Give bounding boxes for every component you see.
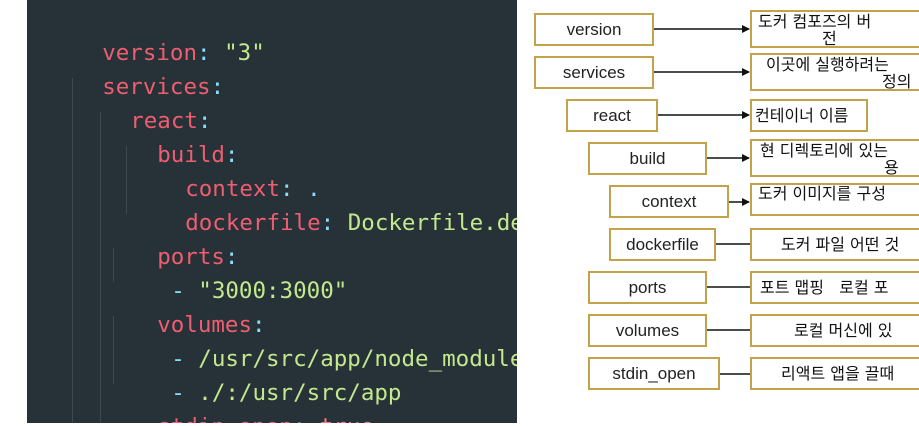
yaml-colon: : [252,312,266,338]
desc-box-build: 현 디렉토리에 있는 용 [750,139,919,177]
code-line-stdin-open: stdin_open: true [103,376,374,423]
key-box-context: context [609,185,729,218]
key-box-stdin-open: stdin_open [588,357,720,390]
indent-guide [113,316,114,384]
key-box-volumes: volumes [588,314,707,347]
desc-line: 전 [822,29,837,48]
yaml-dash: - [171,278,185,304]
key-label: dockerfile [626,234,699,254]
key-label: version [566,19,622,39]
desc-line: 도커 파일 어떤 것 [781,235,900,254]
code-line-react: react: [76,70,211,134]
yaml-key: dockerfile [185,210,321,236]
yaml-value: Dockerfile.dev [347,210,517,236]
yaml-colon: : [280,176,294,202]
desc-box-stdin-open: 리액트 앱을 끌때 [750,357,919,390]
yaml-value: /usr/src/app/node_modules [198,346,517,372]
key-label: volumes [615,320,680,340]
desc-line: 도커 이미지를 구성 [758,184,886,203]
yaml-value: ./:/usr/src/app [198,380,402,406]
yaml-colon: : [210,74,225,100]
desc-line: 포트 맵핑 로컬 포 [760,278,889,297]
yaml-value: "3000:3000" [198,278,348,304]
yaml-key: version [102,40,198,66]
code-line-services: services: [48,36,224,100]
code-line-ports: ports: [103,206,238,270]
key-label: build [629,148,666,168]
indent-guide [113,248,114,282]
desc-box-services: 이곳에 실행하려는 정의 [750,53,919,91]
yaml-value: . [307,176,321,202]
yaml-key: context [185,176,281,202]
desc-box-volumes: 로컬 머신에 있 [750,314,919,347]
yaml-key: build [157,142,225,168]
desc-box-dockerfile: 도커 파일 어떤 것 [750,228,919,261]
key-label: ports [628,277,667,297]
yaml-colon: : [293,414,307,423]
key-label: stdin_open [612,363,696,383]
desc-line: 로컬 머신에 있 [794,321,893,340]
desc-line: 컨테이너 이름 [755,106,849,125]
desc-box-ports: 포트 맵핑 로컬 포 [750,271,919,304]
key-box-build: build [588,142,707,175]
desc-line: 정의 [882,72,912,91]
yaml-colon: : [197,40,211,66]
code-panel: version: "3" services: react: build: con… [27,0,517,423]
key-box-ports: ports [588,271,707,304]
yaml-key: react [130,108,198,134]
code-line-volume-item: - ./:/usr/src/app [117,342,401,406]
yaml-colon: : [320,210,335,236]
yaml-colon: : [224,244,239,270]
desc-line: 리액트 앱을 끌때 [781,364,895,383]
key-box-react: react [566,99,658,132]
key-box-services: services [534,56,654,89]
code-line-context: context: . [131,138,320,202]
desc-line: 용 [884,158,899,177]
code-line-port-item: - "3000:3000" [117,240,347,304]
yaml-value: "3" [224,40,265,66]
yaml-dash: - [171,346,185,372]
yaml-colon: : [224,142,239,168]
code-line-version: version: "3" [48,2,265,66]
code-line-volume-item: - /usr/src/app/node_modules [117,308,517,372]
yaml-key: stdin_open [157,414,292,423]
key-box-version: version [534,13,654,46]
code-line-build: build: [103,104,238,168]
yaml-key: services [102,74,211,100]
indent-guide [126,146,127,214]
yaml-value: true [320,414,374,423]
desc-line: 현 디렉토리에 있는 [760,141,888,160]
desc-box-context: 도커 이미지를 구성 [750,183,919,216]
desc-box-version: 도커 컴포즈의 버 전 [750,10,919,48]
yaml-key: volumes [157,312,253,338]
desc-box-react: 컨테이너 이름 [750,99,868,132]
key-label: services [562,62,626,82]
key-label: context [641,191,697,211]
yaml-key: ports [157,244,225,270]
code-line-dockerfile: dockerfile: Dockerfile.dev [131,172,517,236]
indent-guide [72,78,73,423]
yaml-dash: - [171,380,185,406]
key-box-dockerfile: dockerfile [609,228,716,261]
desc-line: 이곳에 실행하려는 [766,55,889,74]
indent-guide [100,112,101,423]
desc-line: 도커 컴포즈의 버 [758,12,872,31]
code-line-volumes: volumes: [103,274,265,338]
key-label: react [593,105,631,125]
yaml-colon: : [197,108,212,134]
